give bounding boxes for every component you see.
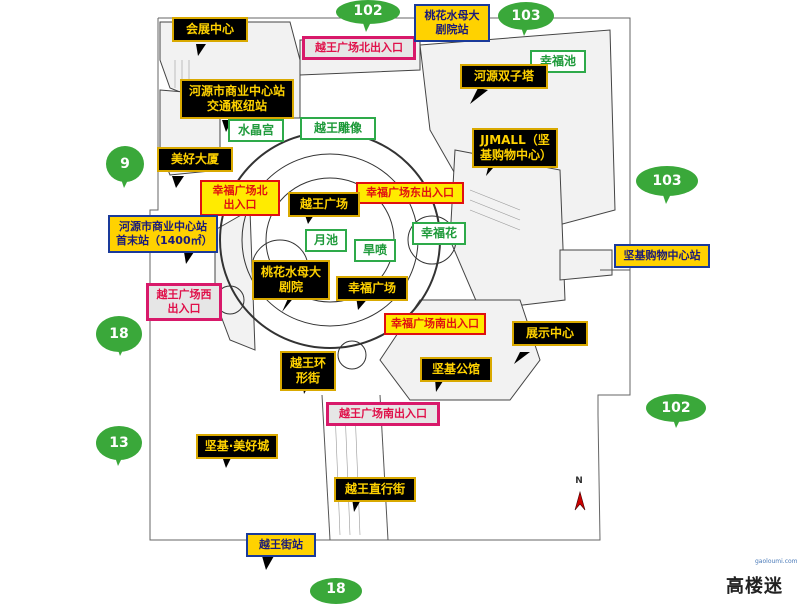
bus-route-number: 9: [120, 156, 130, 172]
label-heyuan-twin-towers: 河源双子塔: [460, 64, 548, 89]
bus-route-bubble: 103: [636, 166, 698, 196]
bus-route-bubble: 13: [96, 426, 142, 460]
label-jianji-meihao-city: 坚基·美好城: [196, 434, 278, 459]
label-yuewang-south-entrance: 越王广场南出入口: [326, 402, 440, 426]
bus-route-number: 102: [353, 3, 383, 19]
label-taohua-theater: 桃花水母大 剧院: [252, 260, 330, 300]
label-xingfu-south-entrance: 幸福广场南出入口: [384, 313, 486, 335]
label-yuewang-plaza: 越王广场: [288, 192, 360, 217]
label-xingfu-plaza: 幸福广场: [336, 276, 408, 301]
site-logo: 高楼迷: [726, 576, 783, 597]
bus-route-number: 103: [511, 8, 541, 24]
label-xingfu-flower: 幸福花: [412, 222, 466, 245]
label-xingfu-north-entrance: 幸福广场北 出入口: [200, 180, 280, 216]
logo-url: gaoloumi.com: [755, 558, 798, 565]
bus-route-number: 103: [652, 173, 682, 189]
label-yuewang-straight-street: 越王直行街: [334, 477, 416, 502]
straight-street-left: [321, 394, 331, 541]
south-node-circle: [337, 340, 367, 370]
label-meihao-building: 美好大厦: [157, 147, 233, 172]
bus-route-bubble: 102: [646, 394, 706, 422]
bus-route-bubble: 18: [96, 316, 142, 352]
jjmall-building: [449, 149, 566, 311]
label-crystal-palace: 水晶宫: [228, 119, 284, 142]
label-yuewang-north-entrance: 越王广场北出入口: [302, 36, 416, 60]
label-taohua-theater-station: 桃花水母大 剧院站: [414, 4, 490, 42]
label-exhibition-center-top: 会展中心: [172, 17, 248, 42]
bus-route-number: 18: [109, 326, 129, 342]
compass-label: N: [575, 476, 583, 486]
bus-route-number: 13: [109, 435, 129, 451]
label-jianji-mall-station: 坚基购物中心站: [614, 244, 710, 268]
bus-route-bubble: 9: [106, 146, 144, 182]
north-arrow-icon: [574, 490, 586, 511]
label-transport-hub: 河源市商业中心站 交通枢纽站: [180, 79, 294, 119]
label-sun-pool: 旱喷: [354, 239, 396, 262]
label-yuewang-street-station: 越王街站: [246, 533, 316, 557]
label-jjmall: JJMALL（坚 基购物中心）: [472, 128, 558, 168]
label-yuewang-west-entrance: 越王广场西 出入口: [146, 283, 222, 321]
bus-route-number: 18: [326, 581, 346, 597]
label-yuewang-statue: 越王雕像: [300, 117, 376, 140]
label-jianji-mansion: 坚基公馆: [420, 357, 492, 382]
site-boundary: [149, 17, 631, 541]
label-yuewang-ring-street: 越王环 形街: [280, 351, 336, 391]
label-exhibition-center: 展示中心: [512, 321, 588, 346]
bus-route-bubble: 102: [336, 0, 400, 24]
label-bus-terminal: 河源市商业中心站 首末站（1400㎡）: [108, 215, 218, 253]
east-strip: [559, 249, 613, 281]
bus-route-bubble: 103: [498, 2, 554, 30]
label-moon-pool: 月池: [305, 229, 347, 252]
label-xingfu-east-entrance: 幸福广场东出入口: [356, 182, 464, 204]
bus-route-bubble: 18: [310, 578, 362, 604]
bus-route-number: 102: [661, 400, 691, 416]
